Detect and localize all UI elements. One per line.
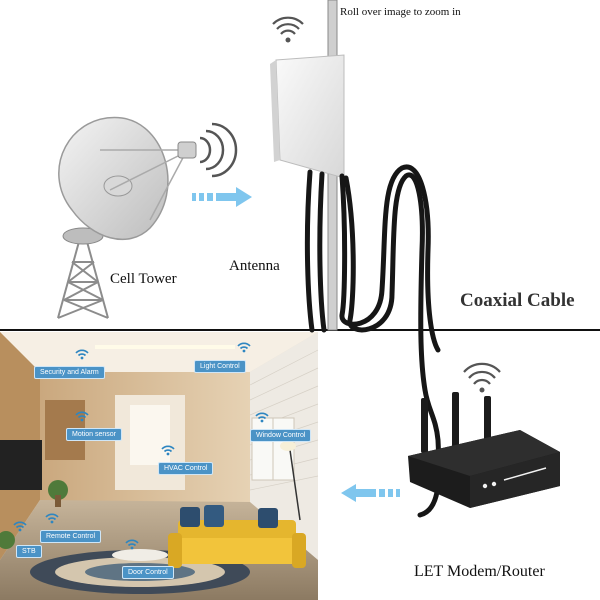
router-label: LET Modem/Router [414,563,545,580]
wifi-icon [237,342,251,353]
wifi-icon [75,411,89,422]
wifi-icon [255,412,269,423]
tag-stb: STB [16,545,42,558]
tag-security-alarm: Security and Alarm [34,366,105,379]
antenna-label: Antenna [229,258,280,274]
tag-remote-control: Remote Control [40,530,102,543]
cell-tower-label: Cell Tower [110,271,177,287]
tag-motion-sensor: Motion sensor [66,428,122,441]
wifi-icon [75,349,89,360]
signal-arrow-tower-to-antenna [192,187,252,207]
wifi-icon [125,539,139,550]
wifi-icon [45,513,59,524]
zoom-hint: Roll over image to zoom in [340,6,461,18]
tag-light-control: Light Control [194,360,246,373]
tag-hvac-control: HVAC Control [158,462,214,475]
lte-router-illustration [408,362,560,508]
signal-arrow-router-to-room [341,484,400,502]
coaxial-cable [304,164,442,518]
cell-tower-illustration [57,116,238,319]
wifi-icon [161,445,175,456]
tag-window-control: Window Control [250,429,312,442]
smart-home-room-image [0,332,319,600]
coaxial-cable-label: Coaxial Cable [460,290,575,311]
wifi-icon [13,521,27,532]
tag-door-control: Door Control [122,566,174,579]
